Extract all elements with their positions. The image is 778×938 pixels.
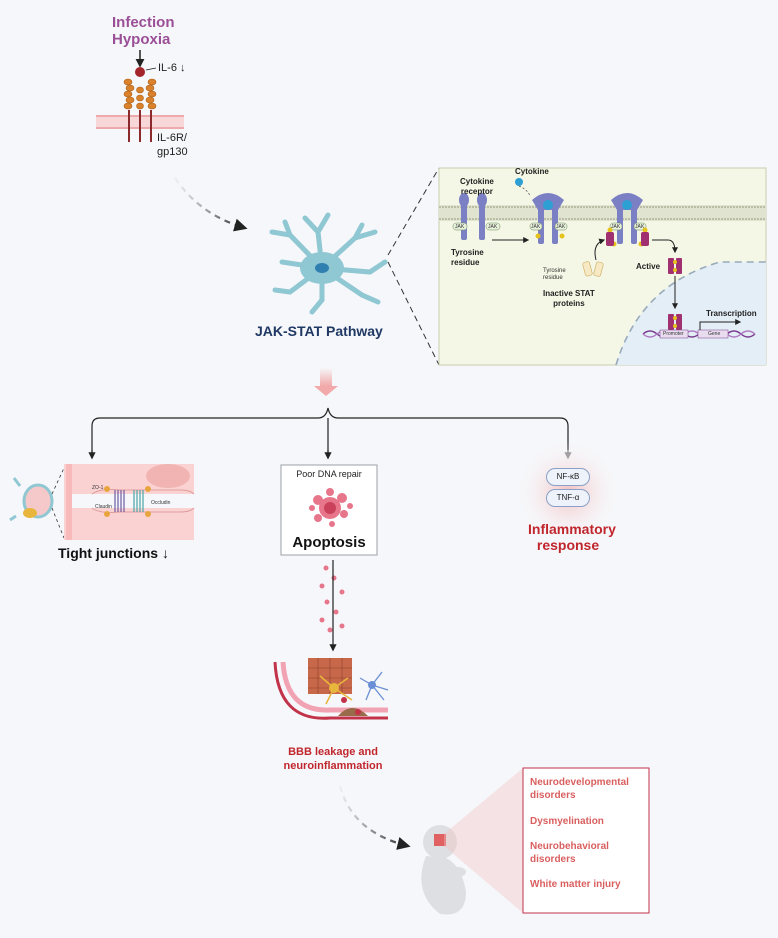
inactive-stat-line1: Inactive STAT: [543, 289, 595, 298]
tyrosine-small-line2: residue: [543, 275, 563, 281]
inflammatory-line1: Inflammatory: [528, 521, 616, 537]
bbb-leakage-label: BBB leakage and neuroinflammation: [270, 745, 396, 773]
nfkb-badge: NF-κB: [546, 468, 590, 486]
poor-dna-repair-label: Poor DNA repair: [296, 469, 362, 479]
claudin-label: Claudin: [95, 504, 112, 510]
jak-label-2: JAK: [488, 224, 498, 230]
il6r-gp130-receptor: [123, 78, 157, 110]
astrocyte-nucleus: [315, 263, 329, 273]
tyrosine-residue-small: Tyrosine residue: [543, 268, 566, 282]
receptor-line2: gp130: [157, 146, 188, 158]
dashed-arrow-to-astrocyte: [174, 177, 248, 232]
outcome-dysmyelination: Dysmyelination: [530, 816, 604, 827]
tight-junctions-title: Tight junctions ↓: [58, 545, 169, 561]
jak-label-1: JAK: [455, 224, 465, 230]
down-arrow-icon-2: ↓: [161, 545, 169, 561]
outcomes-box: [522, 767, 650, 914]
cytokine-receptor-label: Cytokine receptor: [460, 177, 494, 197]
outcome1-line2: disorders: [530, 790, 576, 801]
tight-junction-graphic: [9, 464, 195, 540]
zoom-lines: [387, 167, 440, 366]
released-particles: [319, 565, 345, 633]
inflammatory-response-title: Inflammatory response: [528, 521, 616, 553]
jak-label-3: JAK: [531, 224, 541, 230]
outcome-neurodevelopmental: Neurodevelopmental disorders: [530, 776, 646, 802]
outcome-neurobehavioral: Neurobehavioral disorders: [530, 840, 646, 866]
tyrosine-line1: Tyrosine: [451, 248, 484, 257]
active-label: Active: [636, 262, 661, 271]
promoter-label: Promoter: [663, 331, 684, 337]
tight-junctions-text: Tight junctions: [58, 545, 159, 561]
down-arrow-icon: ↓: [180, 62, 186, 74]
brain-highlight: [434, 834, 446, 846]
pink-flow-arrow: [314, 368, 338, 396]
outcome3-line1: Neurobehavioral: [530, 841, 609, 852]
jak-label-4: JAK: [556, 224, 566, 230]
outcome-white-matter-injury: White matter injury: [530, 879, 621, 890]
cytokine-label: Cytokine: [515, 167, 549, 176]
tnfa-badge: TNF-α: [546, 489, 590, 507]
jak-stat-detail-panel: [438, 167, 767, 366]
outcome1-line1: Neurodevelopmental: [530, 777, 629, 788]
zo1-label: ZO-1: [92, 485, 104, 491]
receptor-label: IL-6R/ gp130: [157, 131, 188, 159]
trigger-hypoxia: Hypoxia: [112, 31, 171, 48]
cytokine-receptor-line1: Cytokine: [460, 177, 494, 186]
transcription-label: Transcription: [706, 309, 757, 318]
cytokine-receptor-line2: receptor: [460, 187, 493, 196]
tyrosine-line2: residue: [451, 258, 480, 267]
jak-label-5: JAK: [611, 224, 621, 230]
il6-ligand: [135, 50, 157, 77]
fetus-graphic: [421, 825, 466, 915]
branch-bracket: [91, 407, 569, 455]
occludin-label: Occludin: [151, 500, 171, 506]
receptor-line1: IL-6R/: [157, 132, 187, 144]
inflammatory-line2: response: [536, 537, 600, 553]
outcomes-list: Neurodevelopmental disorders Dysmyelinat…: [530, 776, 646, 891]
gene-label: Gene: [708, 331, 721, 337]
bbb-vessel-graphic: [273, 658, 389, 720]
dashed-arrow-to-fetus: [338, 785, 411, 850]
bbb-line1: BBB leakage and: [288, 746, 378, 758]
tyrosine-small-line1: Tyrosine: [543, 268, 566, 274]
apoptosis-title: Apoptosis: [292, 534, 366, 551]
inactive-stat-label: Inactive STAT proteins: [543, 289, 595, 309]
jak-label-6: JAK: [635, 224, 645, 230]
il6-text: IL-6: [158, 62, 177, 74]
tyrosine-residue-label: Tyrosine residue: [451, 248, 484, 268]
pathway-title: JAK-STAT Pathway: [255, 323, 383, 339]
receptor-stalks: [128, 110, 152, 142]
bbb-line2: neuroinflammation: [283, 760, 383, 772]
trigger-infection: Infection: [112, 14, 175, 31]
outcome3-line2: disorders: [530, 854, 576, 865]
inactive-stat-line2: proteins: [553, 299, 585, 308]
il6-label: IL-6 ↓: [158, 62, 186, 74]
highlight-cone: [444, 768, 523, 913]
